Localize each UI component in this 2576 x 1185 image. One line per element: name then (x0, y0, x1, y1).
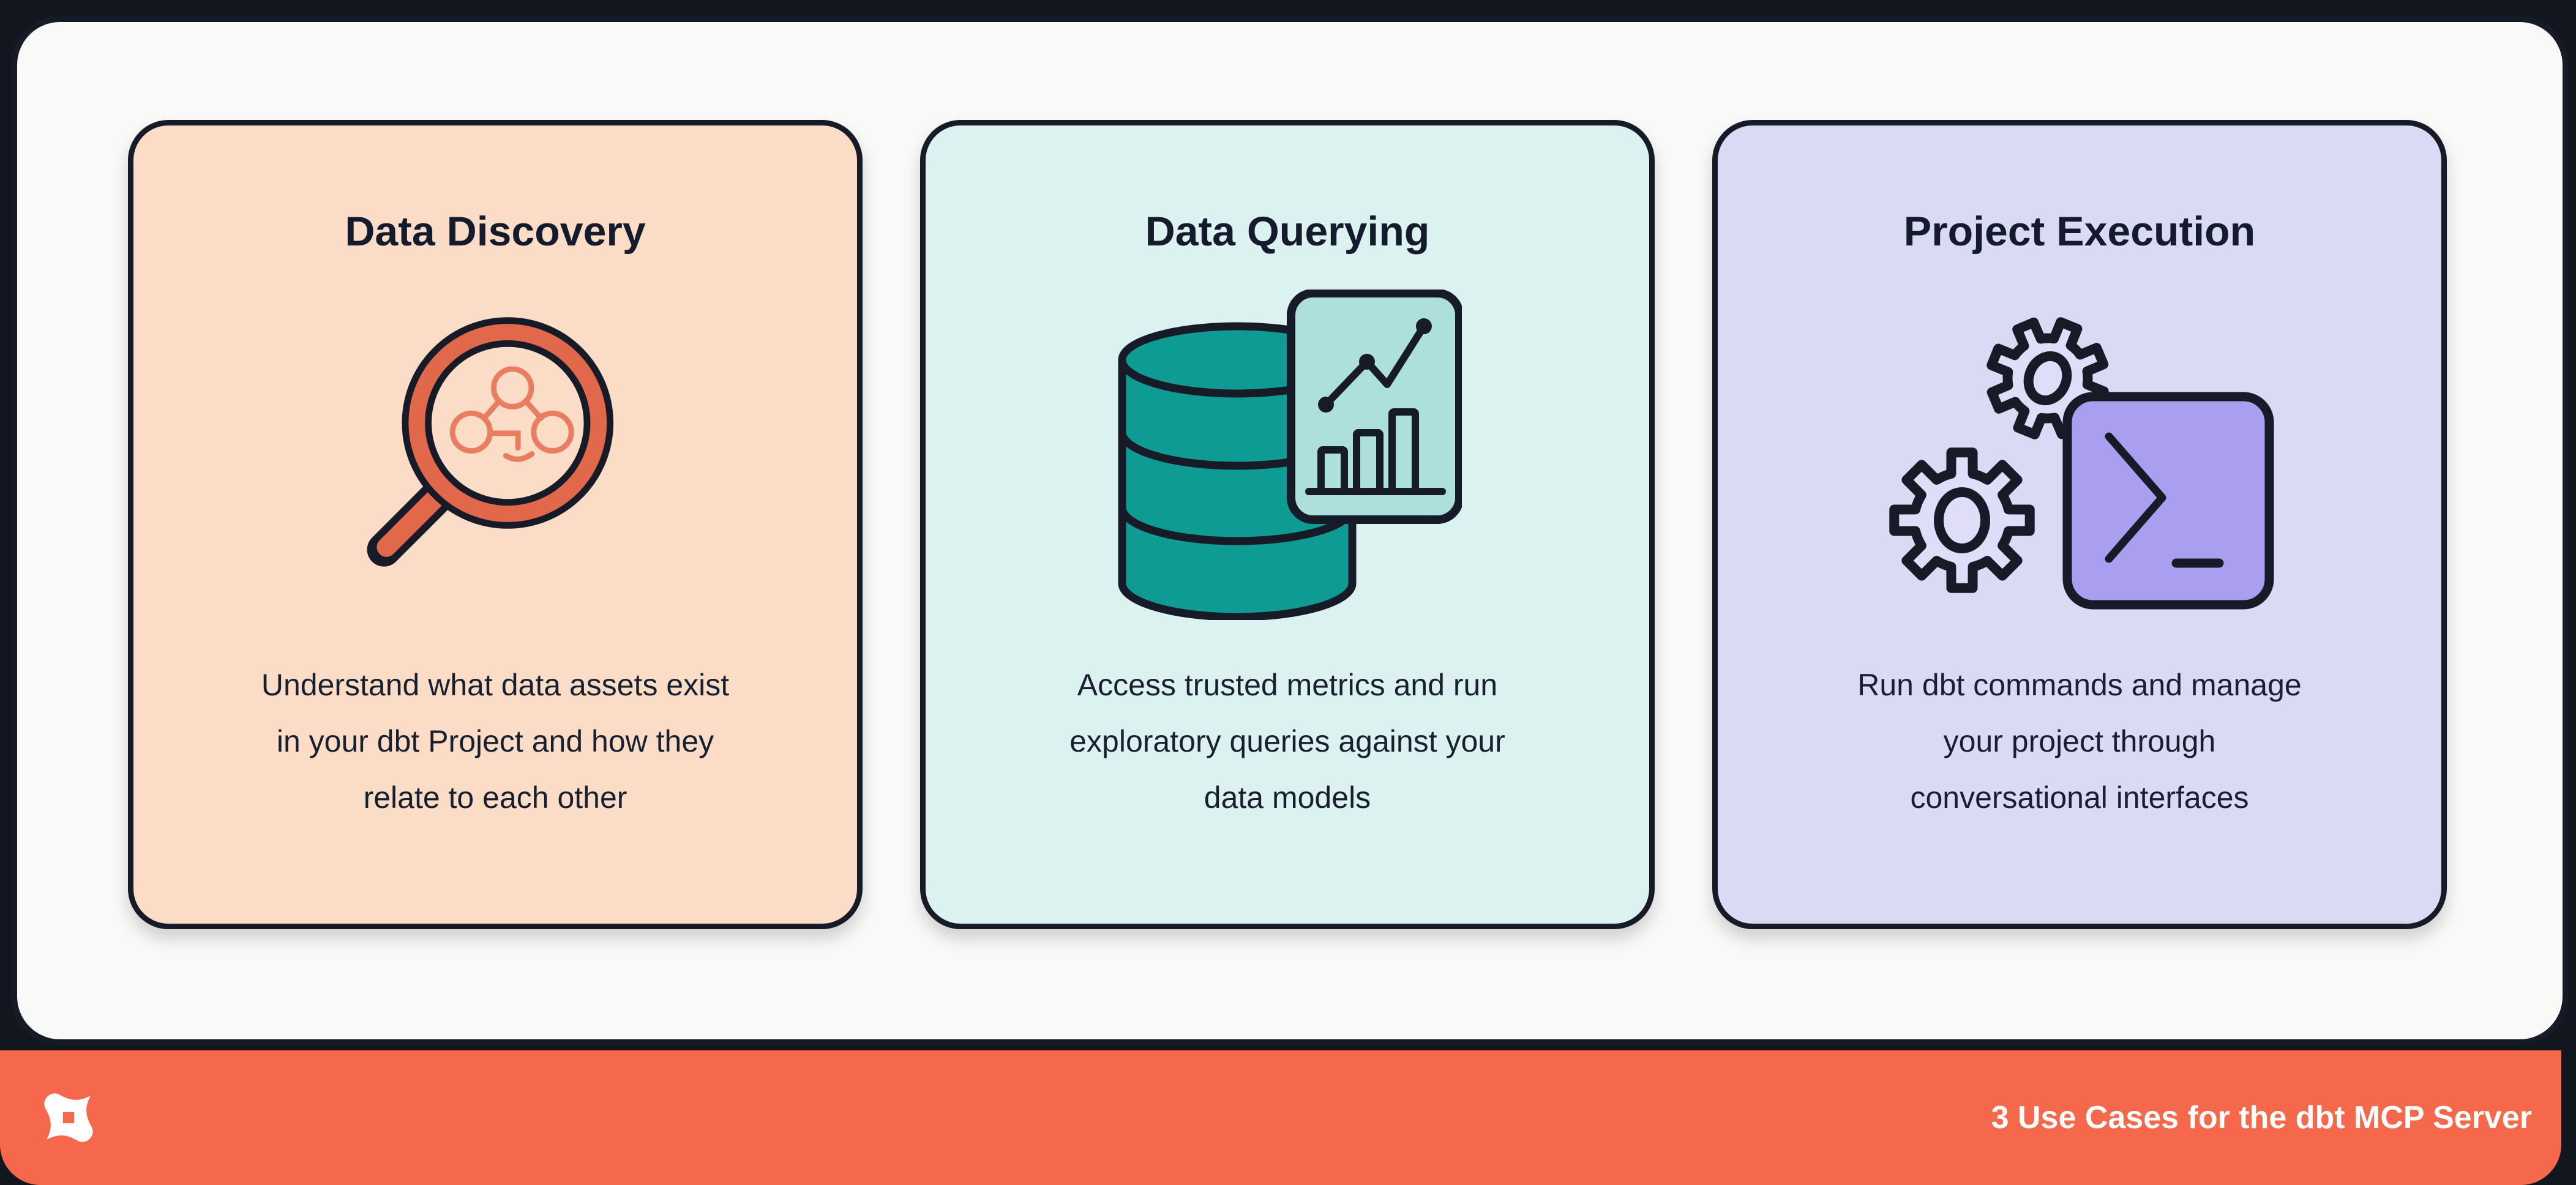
card-data-querying: Data Querying (920, 120, 1655, 929)
dbt-logo (44, 1093, 93, 1142)
gear-small (1974, 304, 2122, 452)
gears-terminal-icon (1884, 299, 2274, 610)
card-title: Data Discovery (345, 208, 646, 255)
footer-bar: 3 Use Cases for the dbt MCP Server (0, 1050, 2561, 1185)
icon-zone (176, 253, 814, 657)
magnifier-lineage-icon (367, 317, 613, 567)
use-case-cards: Data Discovery (128, 120, 2448, 929)
database-analytics-icon (1118, 290, 1462, 620)
card-project-execution: Project Execution (1712, 120, 2447, 929)
footer-title: 3 Use Cases for the dbt MCP Server (1991, 1100, 2532, 1135)
card-data-discovery: Data Discovery (128, 120, 863, 929)
card-description: Understand what data assets exist in you… (261, 668, 730, 815)
card-title: Project Execution (1903, 208, 2256, 255)
card-title: Data Querying (1145, 208, 1430, 255)
card-description: Run dbt commands and manage your project… (1857, 668, 2302, 815)
card-description: Access trusted metrics and run explorato… (1069, 668, 1505, 815)
icon-zone (968, 253, 1606, 657)
icon-zone (1761, 253, 2398, 657)
gear-big (1894, 452, 2029, 588)
